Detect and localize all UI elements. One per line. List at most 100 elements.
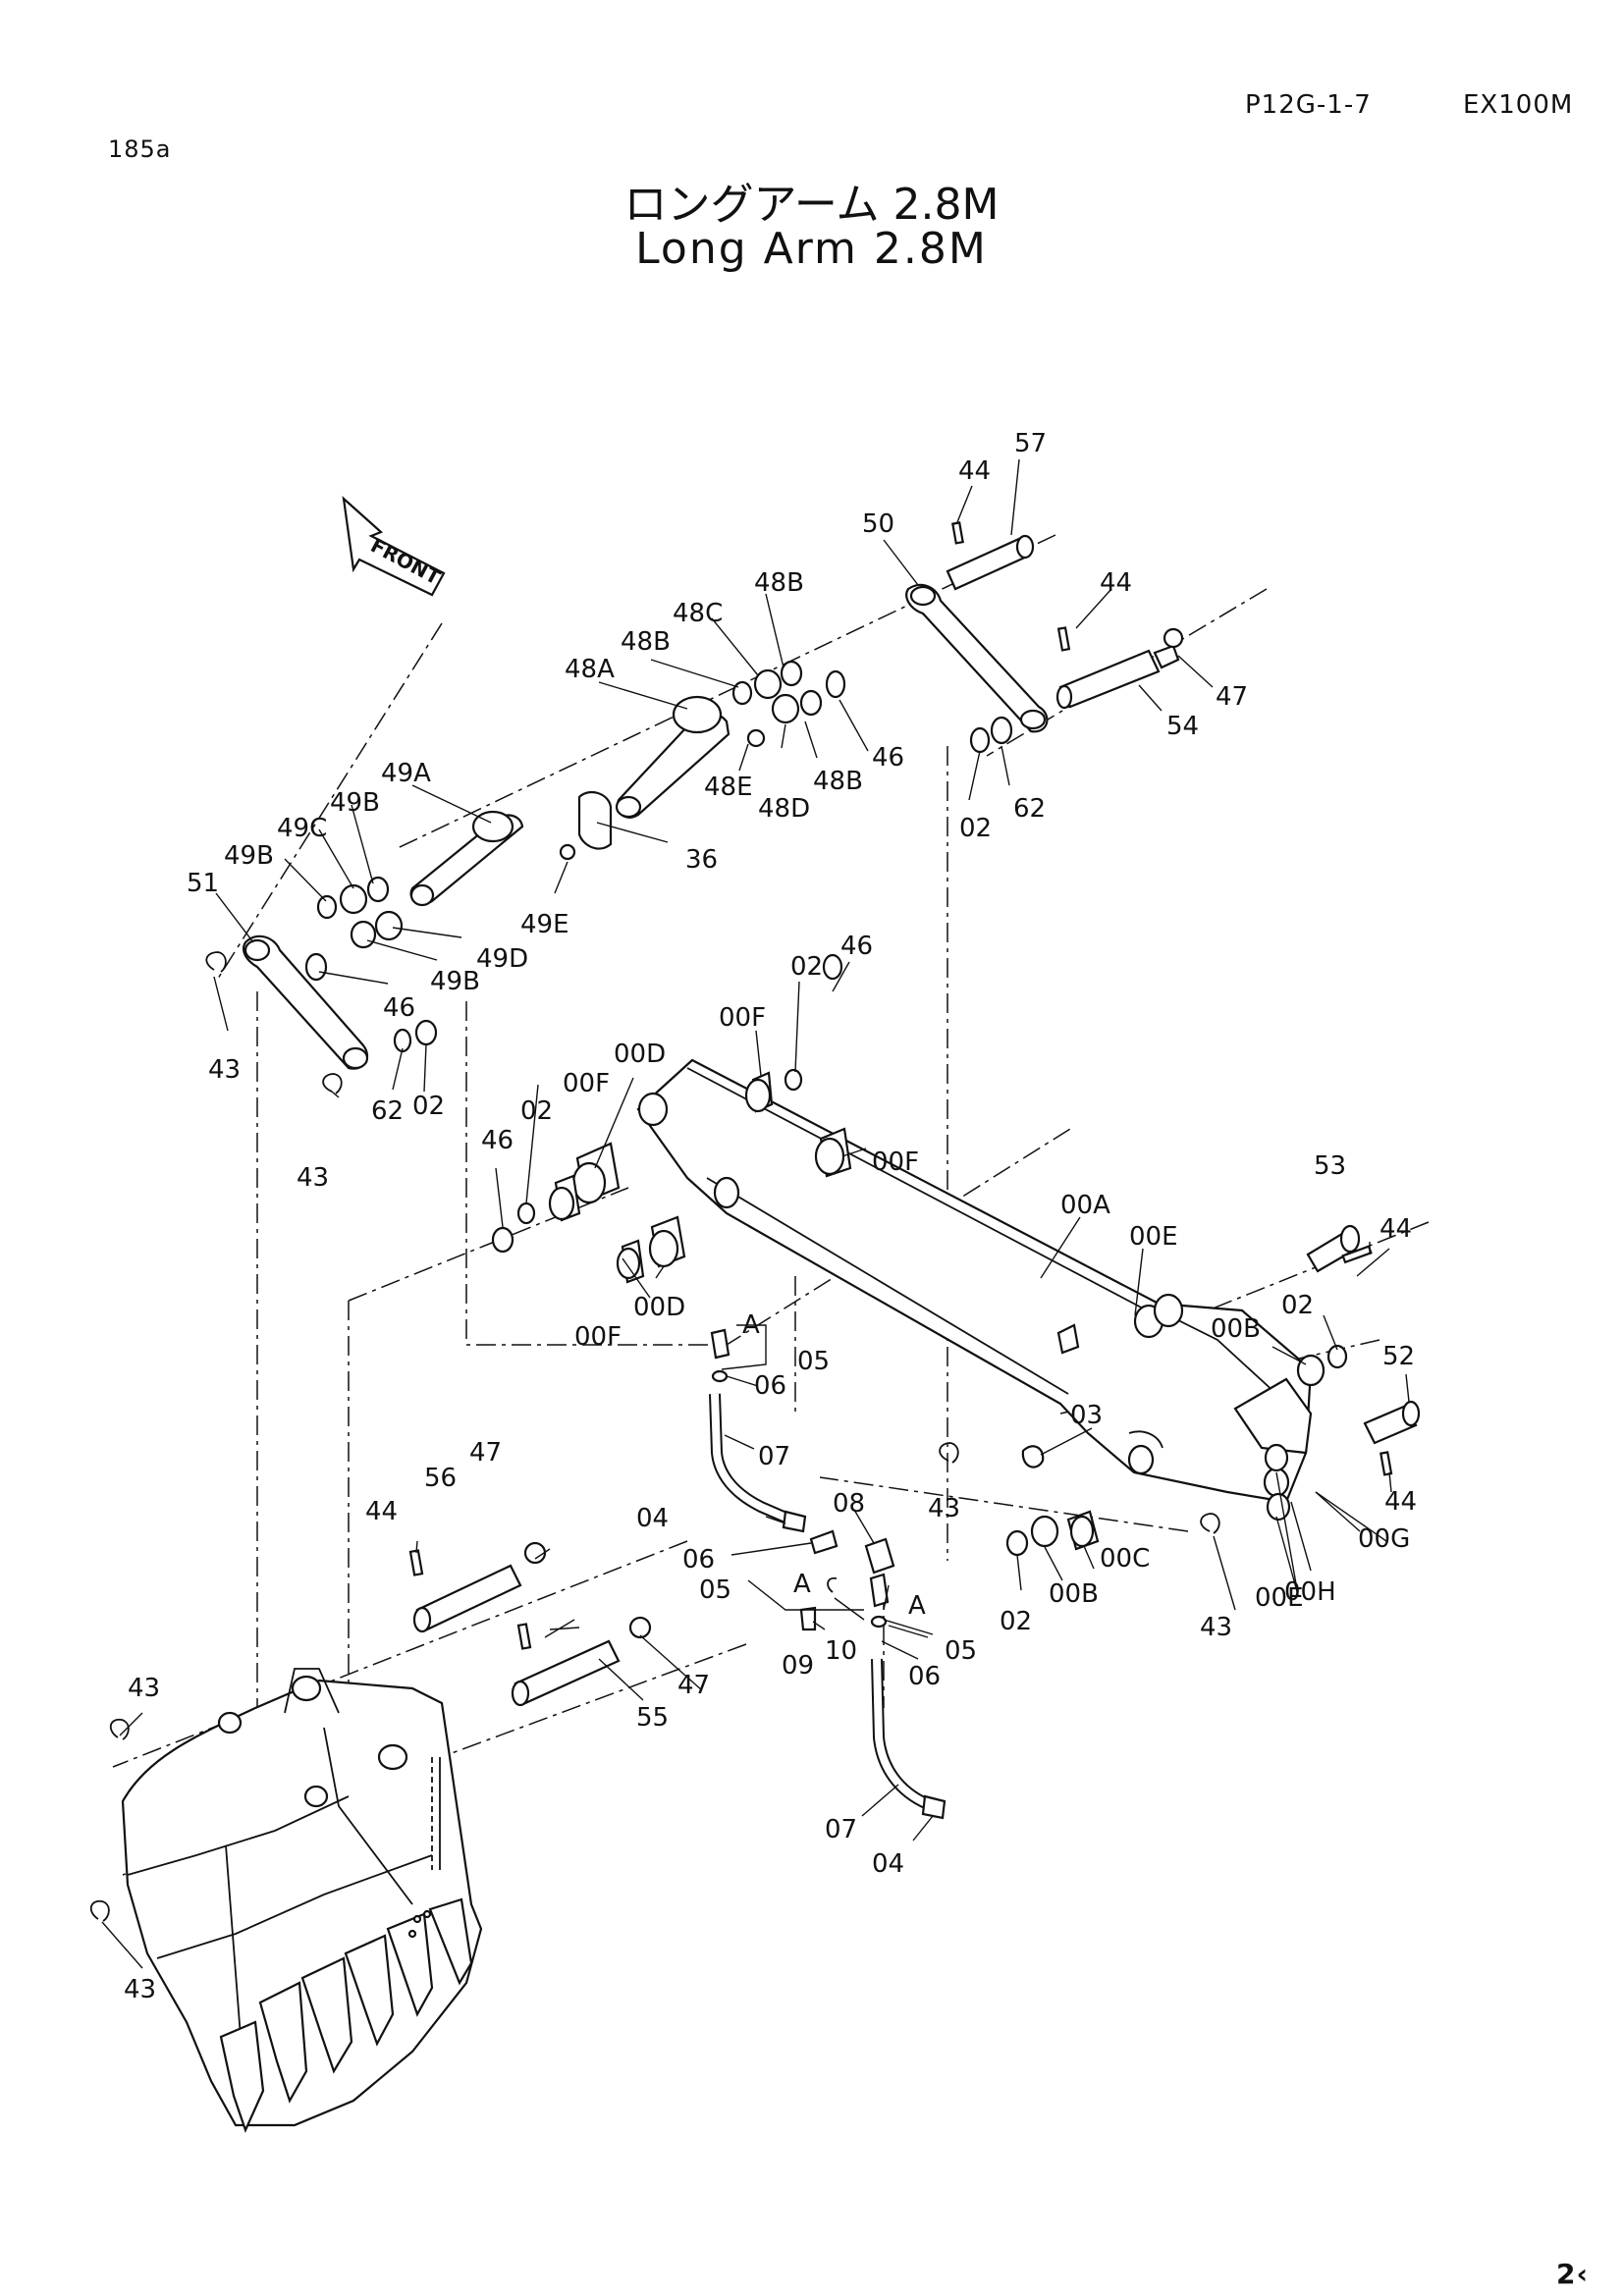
side-pins-53-52 — [1296, 1224, 1421, 1476]
callout-43: 43 — [1200, 1613, 1232, 1642]
washer-stack-48 — [731, 660, 846, 724]
hose-upper — [709, 1328, 807, 1533]
callout-46: 46 — [383, 993, 415, 1023]
small-rings-upper — [205, 716, 1013, 1095]
arm-body-00a — [636, 1058, 1313, 1522]
callout-00a: 00A — [1060, 1191, 1110, 1220]
hose-lower — [869, 1573, 947, 1820]
callout-52: 52 — [1382, 1342, 1415, 1371]
callout-00e: 00E — [1255, 1583, 1304, 1613]
callout-08: 08 — [833, 1489, 865, 1519]
callout-02: 02 — [1000, 1607, 1032, 1636]
callout-43: 43 — [128, 1674, 160, 1703]
callout-44: 44 — [1384, 1487, 1417, 1517]
callout-48b: 48B — [813, 767, 863, 796]
callout-00f: 00F — [719, 1003, 766, 1033]
callout-48b: 48B — [754, 568, 804, 598]
rod-48 — [615, 695, 766, 819]
callout-47: 47 — [1216, 682, 1248, 712]
callout-00c: 00C — [1100, 1544, 1150, 1574]
callout-49d: 49D — [476, 944, 528, 974]
callout-05: 05 — [797, 1347, 830, 1376]
callout-53: 53 — [1314, 1151, 1346, 1181]
callout-44: 44 — [1100, 568, 1132, 598]
link-51 — [242, 934, 369, 1070]
callout-48a: 48A — [565, 655, 615, 684]
link-50 — [905, 583, 1049, 733]
title-english: Long Arm 2.8M — [635, 224, 988, 274]
callout-51: 51 — [187, 869, 219, 898]
callout-49e: 49E — [520, 910, 569, 939]
callout-55: 55 — [636, 1703, 669, 1733]
callout-47: 47 — [677, 1671, 710, 1700]
callout-43: 43 — [208, 1055, 241, 1085]
callout-49b: 49B — [330, 788, 380, 818]
rod-49 — [409, 790, 613, 907]
callout-54: 54 — [1166, 712, 1199, 741]
callout-62: 62 — [1013, 794, 1046, 824]
callout-a: A — [742, 1310, 760, 1340]
pin-55 — [511, 1616, 652, 1707]
callout-36: 36 — [685, 845, 718, 875]
callout-00e: 00E — [1129, 1222, 1178, 1252]
callout-43: 43 — [928, 1494, 960, 1523]
callout-02: 02 — [790, 952, 823, 982]
title-japanese: ロングアーム 2.8M — [623, 180, 1000, 230]
callout-00f: 00F — [563, 1069, 610, 1098]
front-arrow-icon: FRONT — [342, 496, 446, 597]
callout-a: A — [793, 1570, 811, 1599]
pin-54 — [1055, 626, 1184, 710]
callout-05: 05 — [945, 1636, 977, 1666]
callout-48e: 48E — [704, 773, 753, 802]
small-parts-00b-00c — [939, 1442, 1220, 1557]
callout-49b: 49B — [430, 967, 480, 996]
callout-06: 06 — [908, 1662, 941, 1691]
callout-44: 44 — [1380, 1214, 1412, 1244]
callout-43: 43 — [297, 1163, 329, 1193]
callout-44: 44 — [365, 1497, 398, 1526]
callout-00d: 00D — [633, 1293, 685, 1322]
callout-49a: 49A — [381, 759, 431, 788]
page-code: P12G-1-7 — [1245, 90, 1372, 120]
callout-46: 46 — [872, 743, 904, 773]
callout-57: 57 — [1014, 429, 1047, 458]
callout-04: 04 — [636, 1504, 669, 1533]
callout-05: 05 — [699, 1575, 731, 1605]
callout-44: 44 — [958, 456, 991, 486]
callout-02: 02 — [412, 1092, 445, 1121]
callout-02: 02 — [1281, 1291, 1314, 1320]
model-code: EX100M — [1463, 90, 1574, 120]
washer-stack-49 — [316, 876, 404, 949]
page-ref: 185a — [108, 135, 172, 163]
callout-00g: 00G — [1358, 1524, 1410, 1554]
callout-62: 62 — [371, 1096, 404, 1126]
bushings-00f-00d — [491, 953, 852, 1284]
leader-lines — [101, 458, 1410, 1969]
callout-02: 02 — [959, 814, 992, 843]
callout-49c: 49C — [277, 814, 327, 843]
callout-04: 04 — [872, 1849, 904, 1879]
callout-47: 47 — [469, 1438, 502, 1468]
callout-00b: 00B — [1211, 1314, 1261, 1344]
callout-48b: 48B — [621, 627, 671, 657]
callout-02: 02 — [520, 1096, 553, 1126]
callout-48c: 48C — [673, 599, 723, 628]
callout-06: 06 — [682, 1545, 715, 1575]
top-pin-57 — [946, 521, 1035, 591]
clips-43-lower — [89, 1718, 130, 1922]
page-number: 2‹ — [1556, 2258, 1590, 2290]
callout-46: 46 — [840, 932, 873, 961]
callout-48d: 48D — [758, 794, 810, 824]
callout-00d: 00D — [614, 1040, 666, 1069]
bucket — [121, 1668, 483, 2133]
callout-07: 07 — [825, 1815, 857, 1844]
callout-09: 09 — [782, 1651, 814, 1681]
callout-50: 50 — [862, 509, 894, 539]
pin-56 — [408, 1541, 547, 1633]
callout-43: 43 — [124, 1975, 156, 2004]
callout-07: 07 — [758, 1442, 790, 1471]
callout-00f: 00F — [872, 1148, 919, 1177]
callout-56: 56 — [424, 1464, 457, 1493]
callout-03: 03 — [1070, 1401, 1103, 1430]
